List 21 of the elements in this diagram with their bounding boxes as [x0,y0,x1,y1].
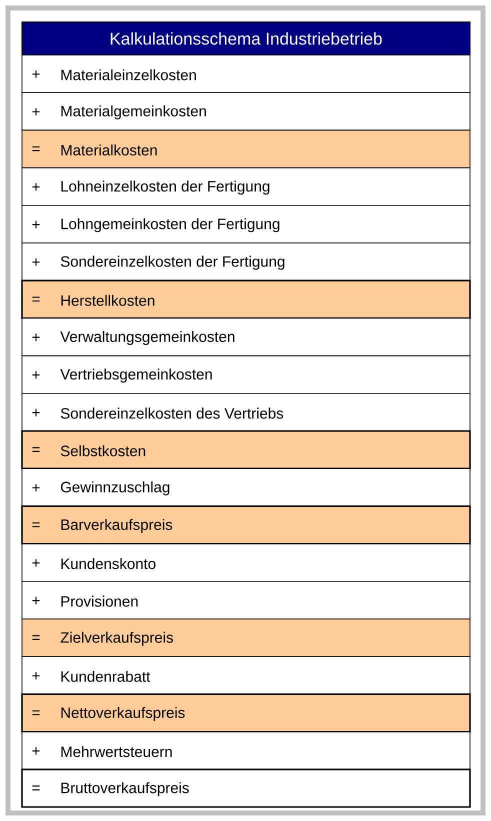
table-row: + Lohngemeinkosten der Fertigung [22,204,470,244]
table-row: + Kundenrabatt [22,656,470,695]
table-header: Kalkulationsschema Industriebetrieb [22,22,470,56]
table-row: + Materialeinzelkosten [22,54,470,93]
table-row: = Herstellkosten [21,280,471,319]
table-row: + Materialgemeinkosten [22,92,470,131]
table-row: = Selbstkosten [21,430,471,470]
table-row: + Provisionen [22,581,470,620]
table-row: = Zielverkaufspreis [22,618,470,657]
table-row: = Barverkaufspreis [21,505,471,545]
table-row: + Kundenskonto [22,543,470,582]
table-row: = Bruttoverkaufspreis [21,768,471,808]
table-row: + Verwaltungsgemeinkosten [22,318,470,356]
table-row: = Nettoverkaufspreis [21,693,471,733]
table-row: + Gewinnzuschlag [22,468,470,507]
table-row: + Sondereinzelkosten des Vertriebs [22,393,470,432]
table-row: + Sondereinzelkosten der Fertigung [22,242,470,281]
table-row: = Materialkosten [22,130,470,168]
table-row: + Mehrwertsteuern [22,731,470,770]
table-row: + Lohneinzelkosten der Fertigung [22,167,470,206]
table-row: + Vertriebsgemeinkosten [22,355,470,394]
